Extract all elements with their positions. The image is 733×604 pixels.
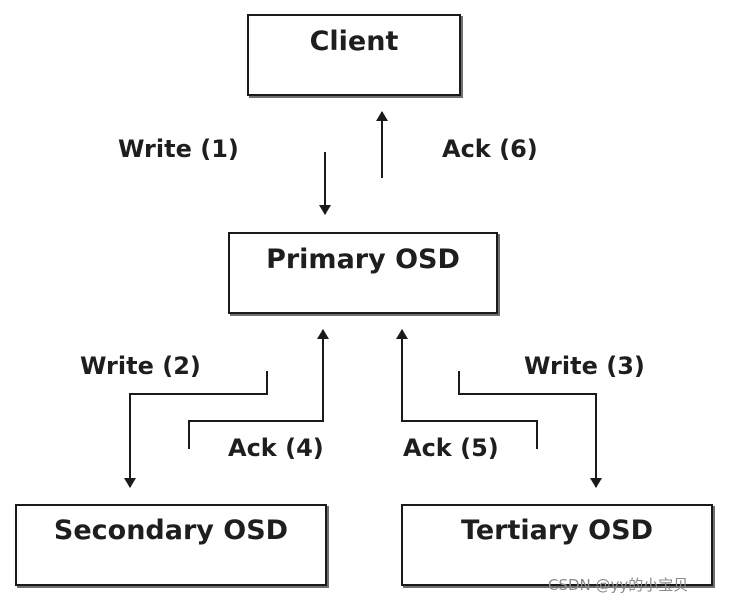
ack5-arrow bbox=[396, 329, 538, 449]
client-label: Client bbox=[309, 26, 399, 57]
write1-label: Write (1) bbox=[118, 135, 239, 163]
ack5-label: Ack (5) bbox=[403, 434, 499, 462]
ack4-label: Ack (4) bbox=[228, 434, 324, 462]
secondary-osd-node: Secondary OSD bbox=[15, 504, 327, 586]
write3-arrow bbox=[458, 371, 602, 488]
ack6-label: Ack (6) bbox=[442, 135, 538, 163]
ack4-arrow bbox=[188, 329, 329, 449]
tertiary-osd-label: Tertiary OSD bbox=[461, 515, 653, 546]
tertiary-osd-node: Tertiary OSD bbox=[401, 504, 713, 586]
write3-label: Write (3) bbox=[524, 352, 645, 380]
primary-osd-node: Primary OSD bbox=[228, 232, 498, 314]
primary-osd-label: Primary OSD bbox=[266, 244, 460, 275]
client-node: Client bbox=[247, 14, 461, 96]
watermark: CSDN @yy的小宝贝 bbox=[548, 576, 689, 594]
write2-label: Write (2) bbox=[80, 352, 201, 380]
write2-arrow bbox=[124, 371, 268, 488]
secondary-osd-label: Secondary OSD bbox=[53, 515, 289, 546]
